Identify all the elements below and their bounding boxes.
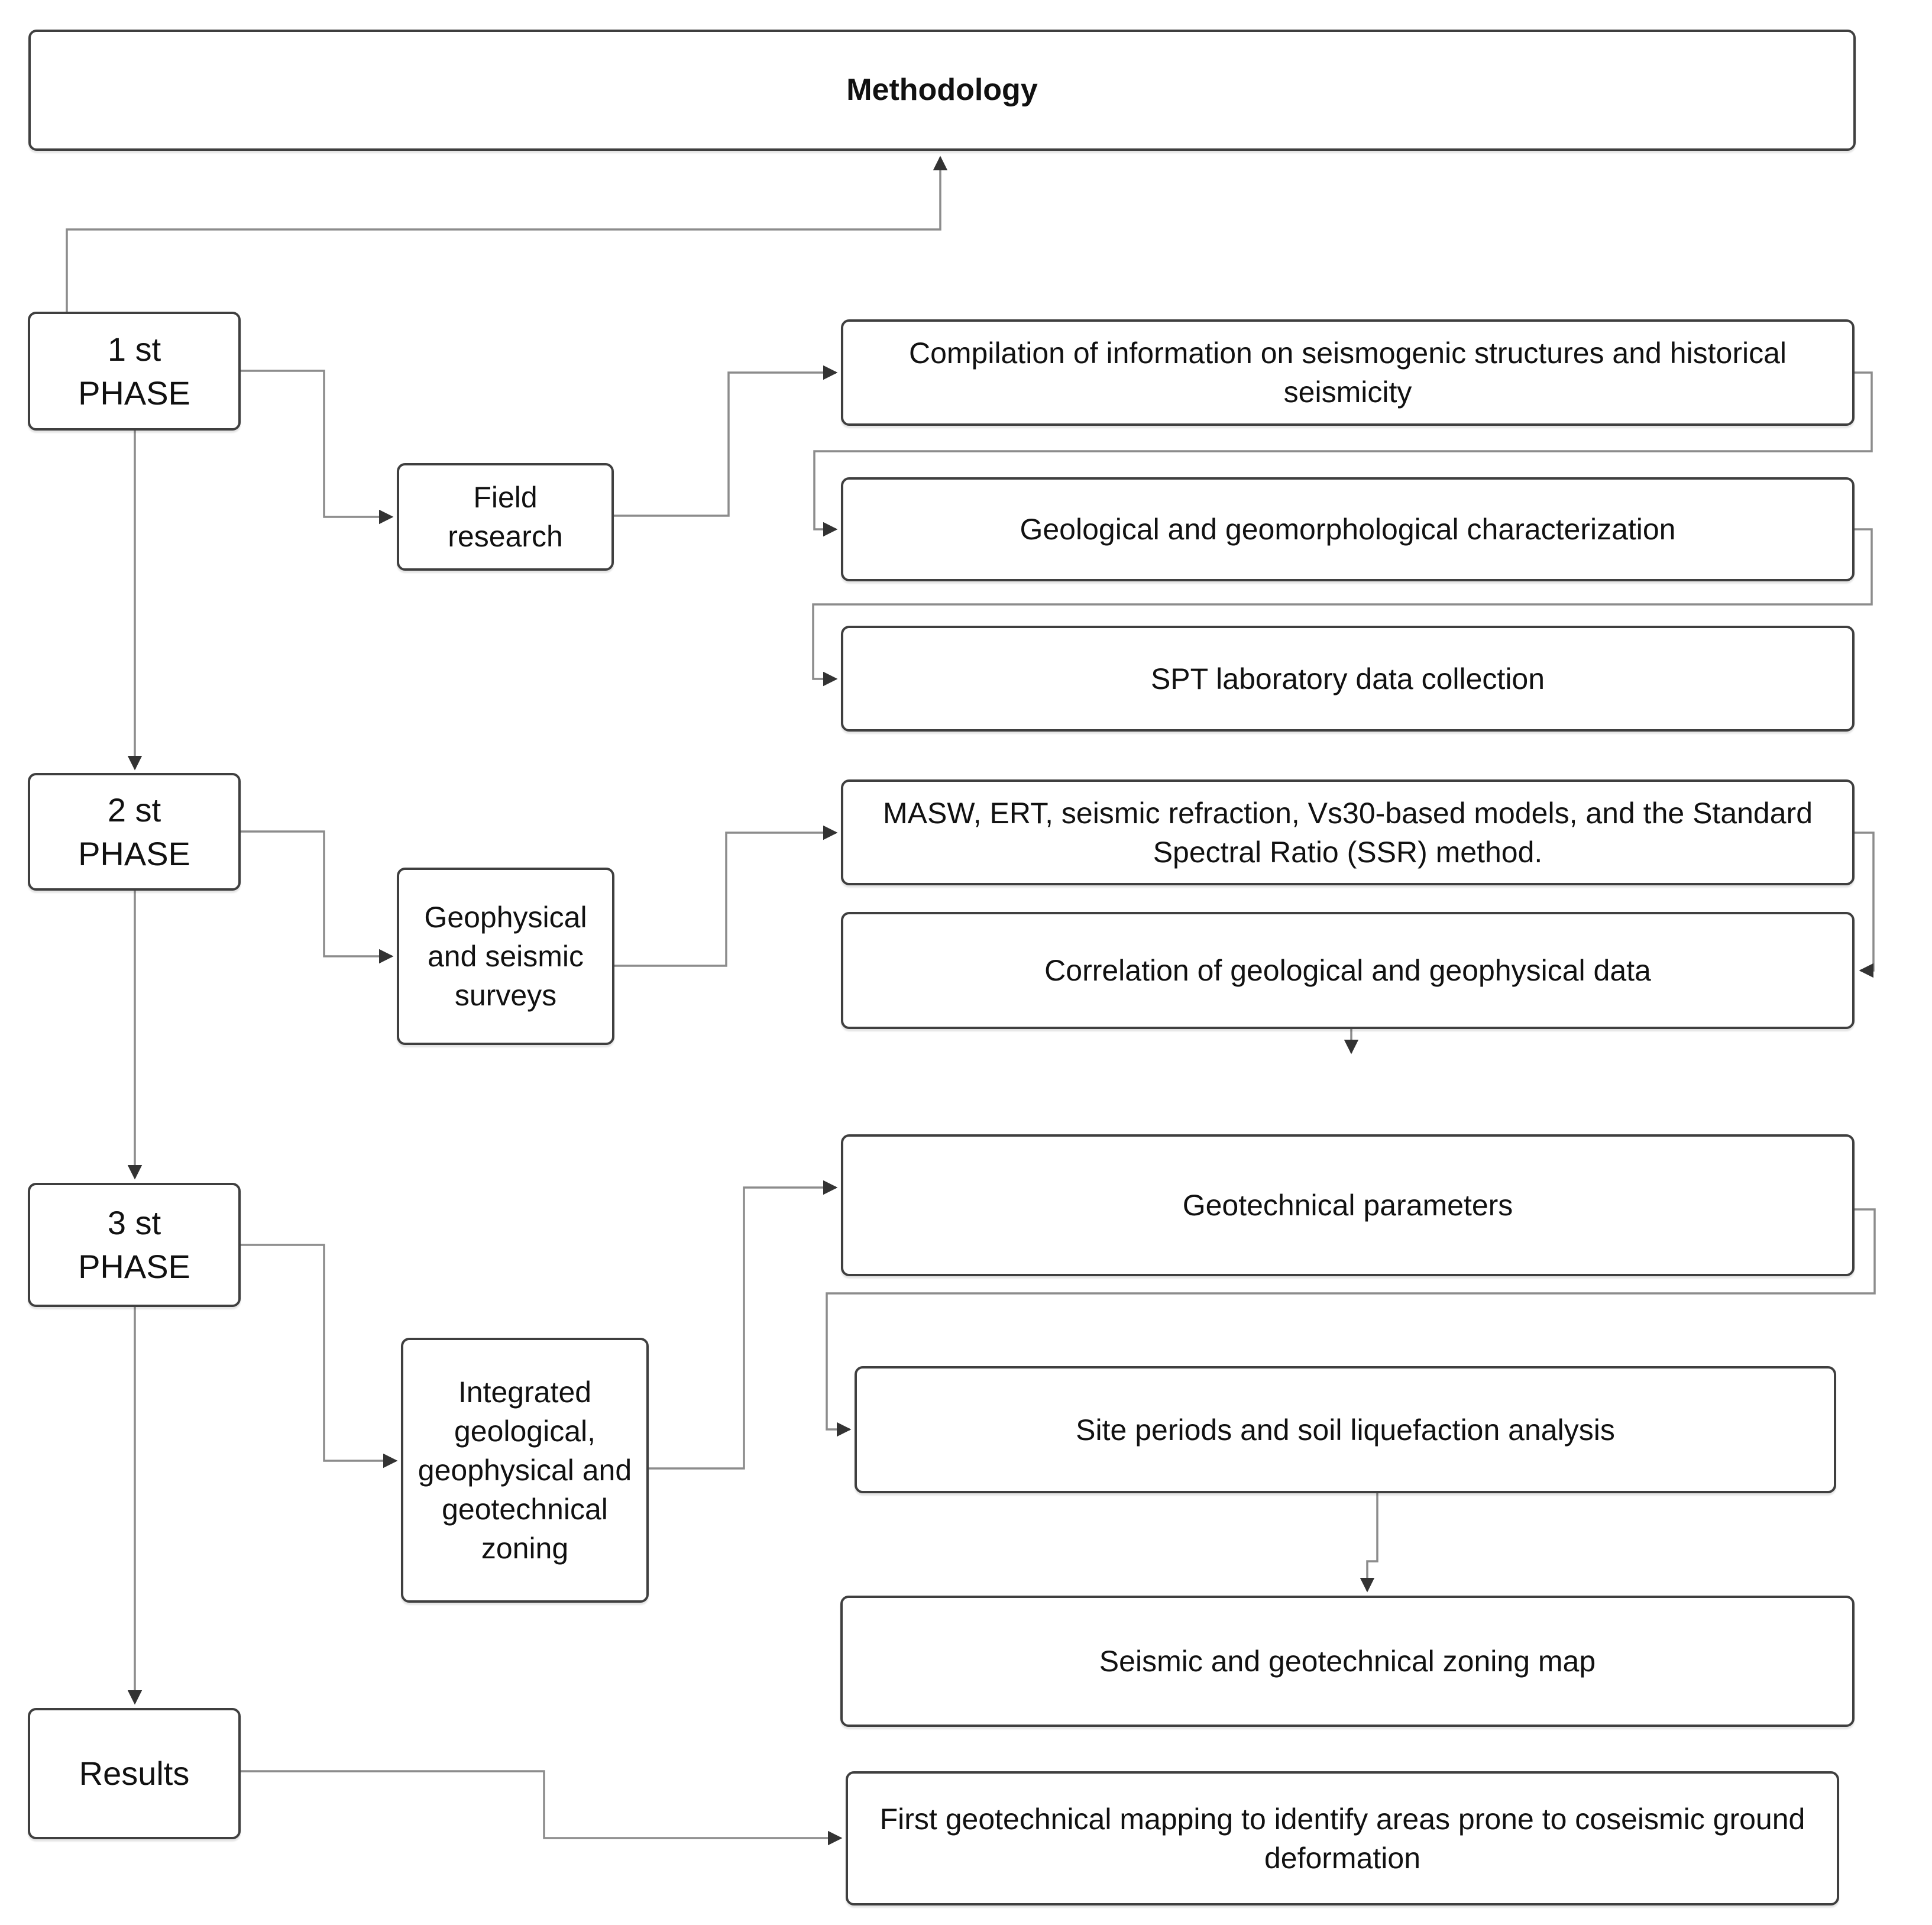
- edge-phase2-geophysical-surveys: [241, 830, 394, 964]
- node-results: Results: [28, 1708, 241, 1839]
- node-site-periods: Site periods and soil liquefaction analy…: [855, 1366, 1836, 1493]
- node-geo-characterization: Geological and geomorphological characte…: [841, 477, 1855, 581]
- node-methodology: Methodology: [28, 30, 1856, 151]
- node-phase-3: 3 st PHASE: [28, 1183, 241, 1307]
- edge-compilation-geo-characterization: [813, 371, 1873, 537]
- node-masw-methods: MASW, ERT, seismic refraction, Vs30-base…: [841, 779, 1855, 885]
- node-field-research: Field research: [397, 463, 614, 571]
- node-phase-2: 2 st PHASE: [28, 773, 241, 891]
- edge-geo-characterization-spt: [812, 528, 1873, 687]
- edge-geophysical-surveys-masw: [614, 825, 838, 967]
- node-geophysical-surveys: Geophysical and seismic surveys: [397, 868, 614, 1045]
- edge-results-first-mapping: [241, 1770, 843, 1846]
- node-integrated-zoning: Integrated geological, geophysical and g…: [401, 1338, 649, 1603]
- node-first-mapping: First geotechnical mapping to identify a…: [846, 1771, 1839, 1905]
- node-spt-collection: SPT laboratory data collection: [841, 626, 1855, 732]
- edge-masw-correlation: [1855, 832, 1875, 978]
- node-compilation: Compilation of information on seismogeni…: [841, 319, 1855, 426]
- node-correlation: Correlation of geological and geophysica…: [841, 912, 1855, 1029]
- node-geotechnical-parameters: Geotechnical parameters: [841, 1134, 1855, 1276]
- edge-site-periods-zoning-map: [1360, 1493, 1378, 1593]
- edge-phase3-integrated: [241, 1244, 398, 1468]
- edge-integrated-geotechnical-parameters: [649, 1180, 838, 1470]
- edge-geotechnical-parameters-site-periods: [826, 1208, 1876, 1437]
- node-zoning-map: Seismic and geotechnical zoning map: [840, 1596, 1855, 1727]
- edge-phase1-methodology: [66, 156, 948, 312]
- node-phase-1: 1 st PHASE: [28, 312, 241, 431]
- edge-field-research-compilation: [614, 365, 838, 517]
- edge-phase1-field-research: [241, 370, 394, 525]
